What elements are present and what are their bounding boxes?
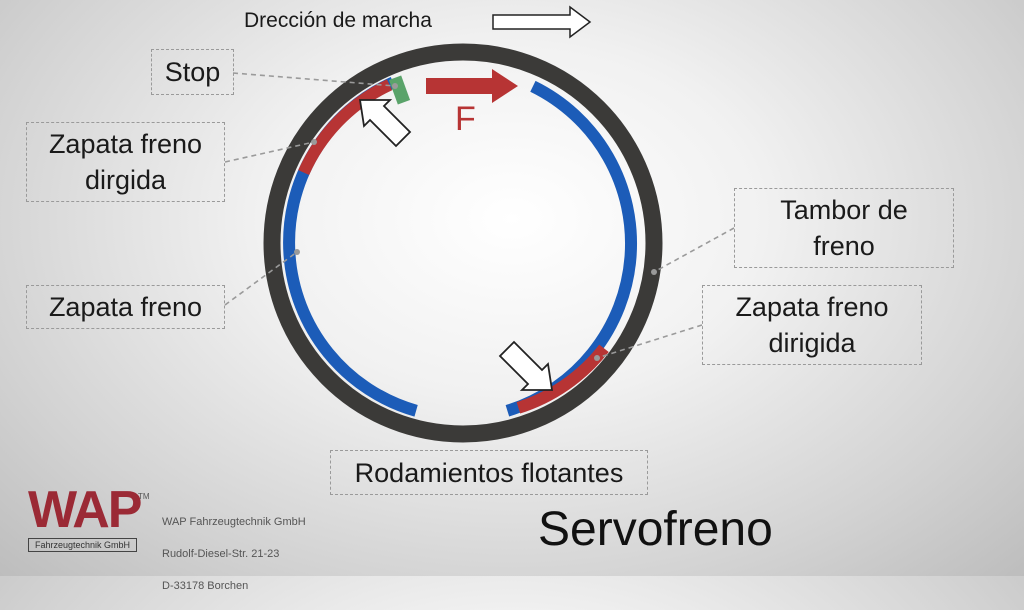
label-shoe: Zapata freno bbox=[26, 285, 225, 329]
label-shoe-top: Zapata freno dirgida bbox=[26, 122, 225, 202]
shoe-push-arrow-top bbox=[358, 99, 412, 148]
label-stop: Stop bbox=[151, 49, 234, 95]
slide-title: Servofreno bbox=[538, 503, 773, 556]
direction-arrow bbox=[492, 5, 592, 39]
company-address: WAP Fahrzeugtechnik GmbH Rudolf-Diesel-S… bbox=[162, 498, 306, 610]
leader-dots bbox=[294, 83, 657, 361]
logo-tm: TM bbox=[138, 492, 150, 501]
logo-brand: WAP bbox=[28, 481, 142, 539]
logo-sub: Fahrzeugtechnik GmbH bbox=[28, 538, 137, 552]
company-name: WAP Fahrzeugtechnik GmbH bbox=[162, 516, 306, 528]
label-bearing: Rodamientos flotantes bbox=[330, 450, 648, 495]
brake-shoe-primary-lining bbox=[298, 79, 393, 176]
force-arrow bbox=[426, 69, 518, 103]
leader-lines bbox=[224, 72, 735, 359]
servo-brake-diagram bbox=[224, 5, 735, 443]
shoe-push-arrow-bottom bbox=[498, 340, 554, 391]
label-shoe-bottom: Zapata freno dirigida bbox=[702, 285, 922, 365]
leader-drum bbox=[653, 227, 735, 273]
company-city: D-33178 Borchen bbox=[162, 580, 249, 592]
force-label: F bbox=[455, 100, 476, 138]
leader-stop bbox=[232, 72, 396, 87]
brake-drum-ring bbox=[263, 43, 663, 443]
direction-label: Drección de marcha bbox=[244, 9, 432, 32]
label-drum: Tambor de freno bbox=[734, 188, 954, 268]
company-street: Rudolf-Diesel-Str. 21-23 bbox=[162, 548, 280, 560]
stop-block bbox=[388, 75, 411, 105]
leader-shoe bbox=[224, 251, 298, 306]
leader-shoe-top bbox=[224, 141, 315, 163]
leader-shoe-bottom bbox=[596, 324, 703, 359]
